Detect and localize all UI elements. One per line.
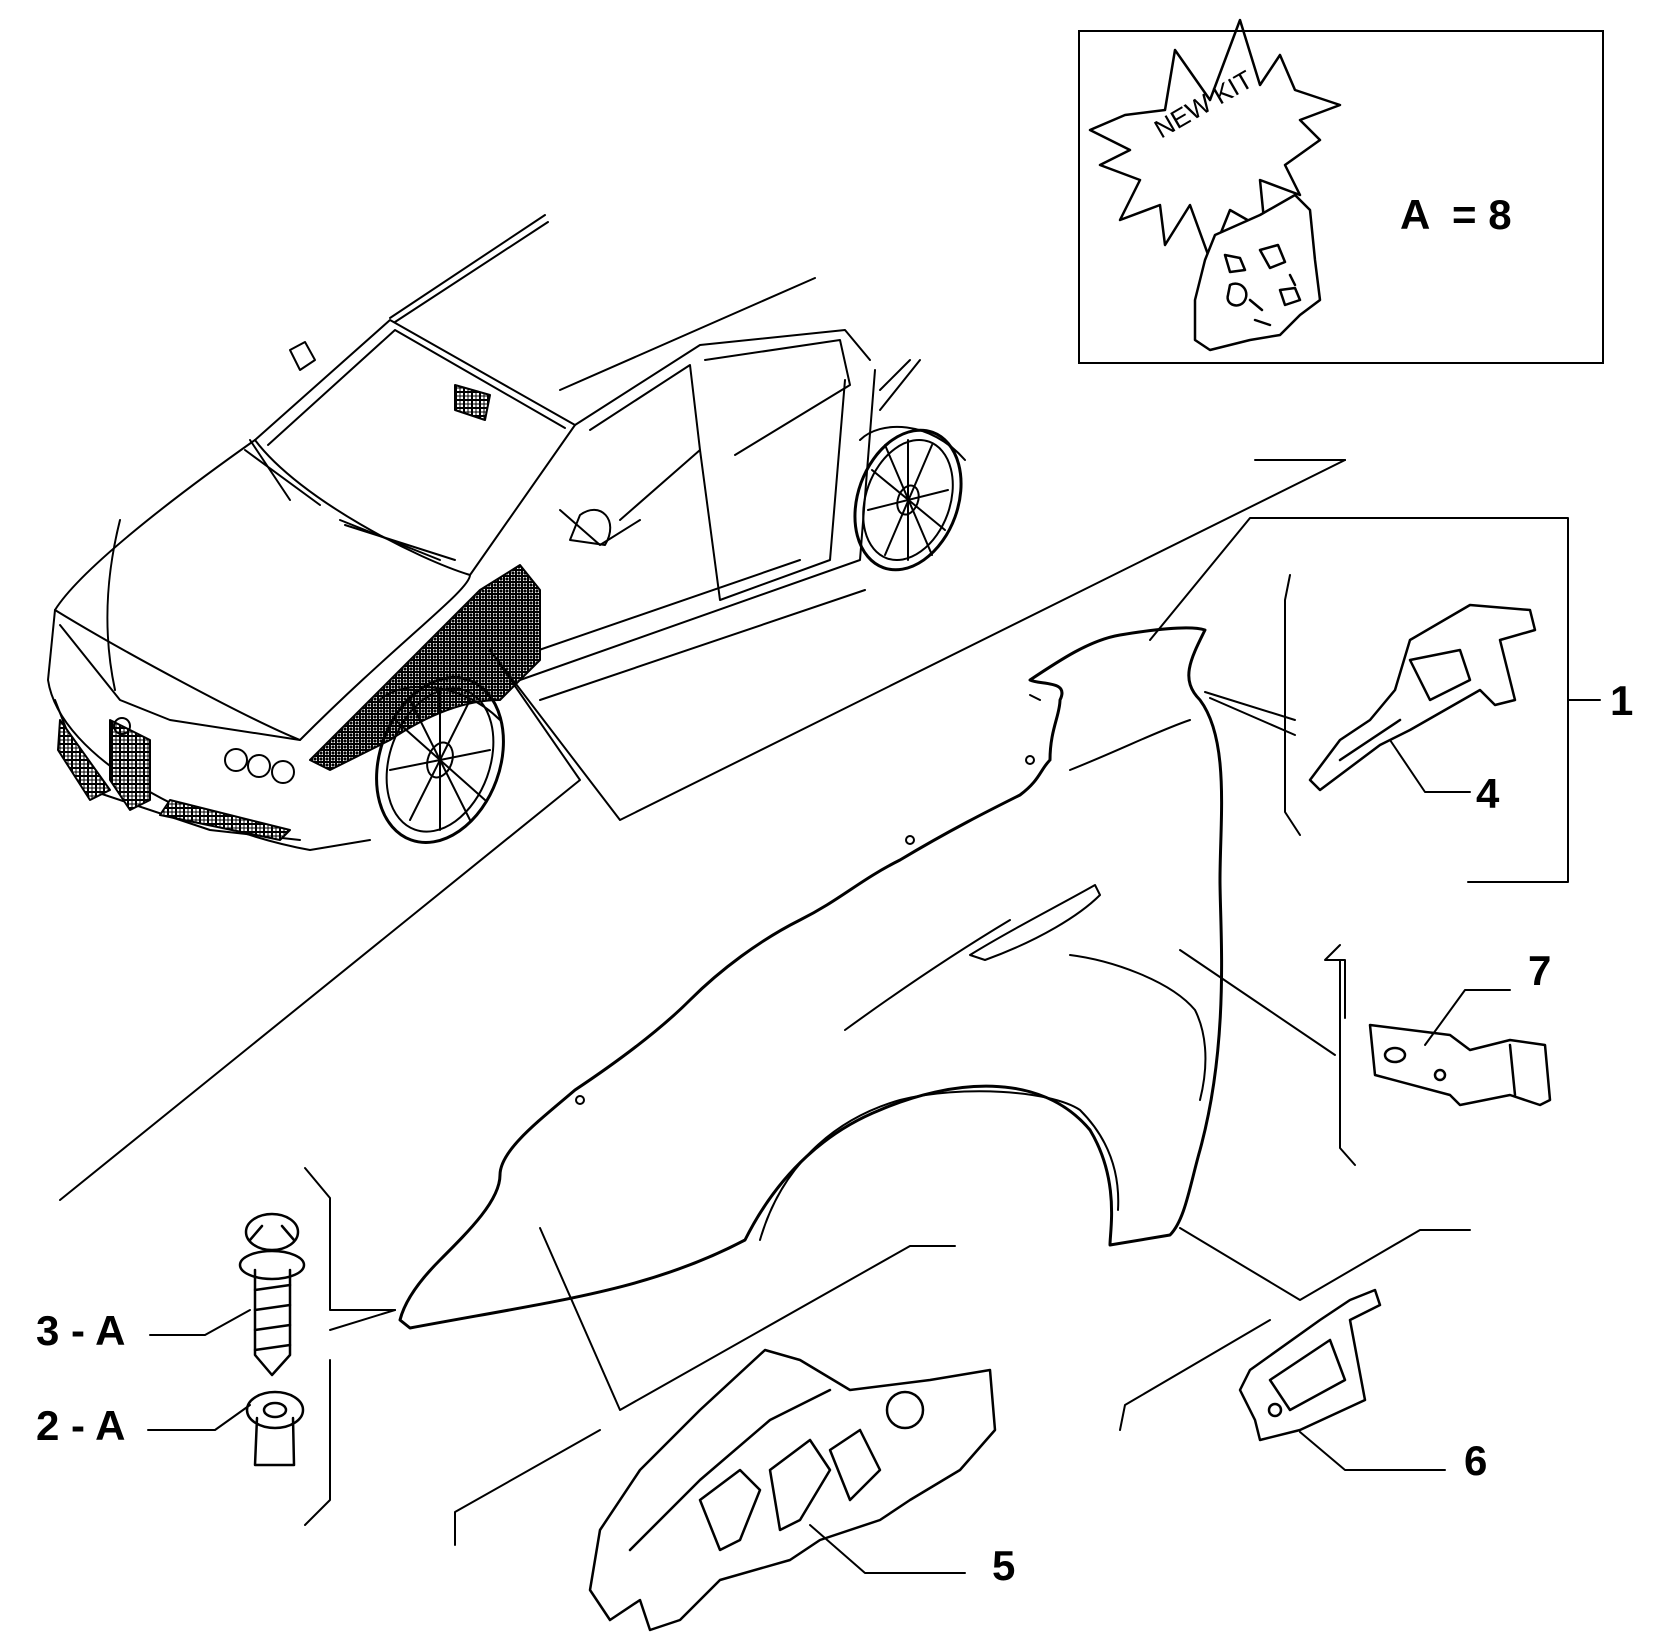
kit-formula-value: = 8 (1452, 191, 1512, 238)
bracket-5-icon (588, 1348, 997, 1632)
zoom-leader (59, 459, 1346, 1201)
kit-formula-label: A (1400, 191, 1431, 238)
screw-icon (238, 1212, 306, 1377)
callout-5: 5 (992, 1542, 1016, 1589)
callout-2-a: 2 - A (36, 1402, 126, 1449)
bracket-4-icon (1308, 603, 1537, 792)
callout-7: 7 (1528, 947, 1552, 994)
bracket-6-icon (1238, 1288, 1382, 1442)
bracket-7-icon (1368, 1023, 1552, 1107)
car-icon (47, 214, 966, 851)
nut-icon (245, 1390, 305, 1467)
callout-1: 1 (1610, 677, 1634, 724)
fender-panel-icon (398, 626, 1224, 1330)
callout-3-a: 3 - A (36, 1307, 126, 1354)
kit-inset-box (1078, 30, 1604, 364)
callout-4: 4 (1476, 770, 1500, 817)
callout-6: 6 (1464, 1437, 1488, 1484)
kit-bag-icon (1193, 193, 1322, 352)
